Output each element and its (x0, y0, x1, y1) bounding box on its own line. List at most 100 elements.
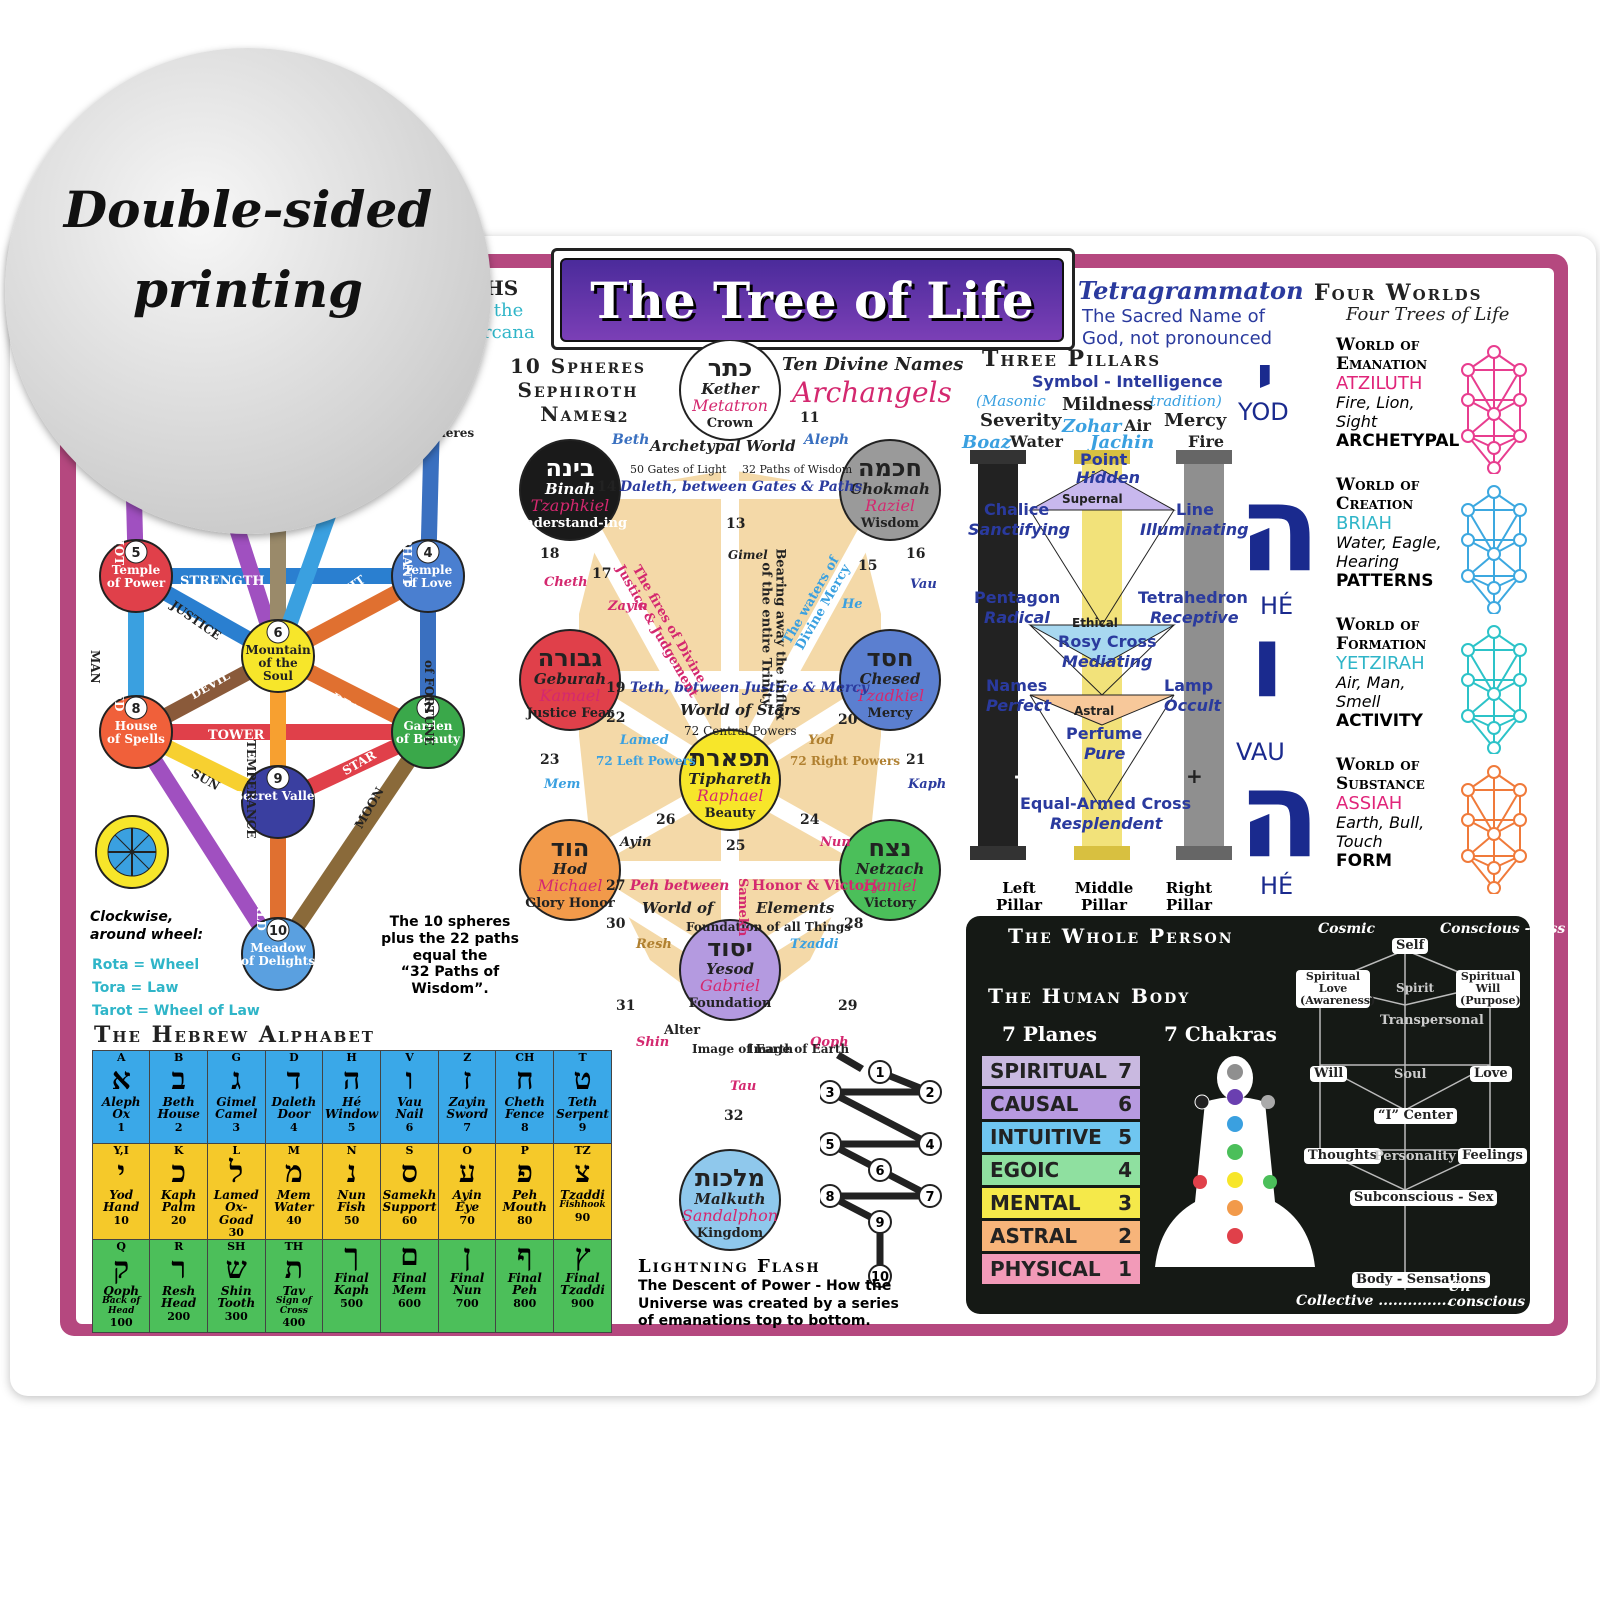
world-heading-2: Formation (1336, 633, 1427, 654)
path-label-kaph: Kaph (908, 777, 947, 792)
alphabet-heb: ר (171, 1251, 187, 1287)
path-label-stars: World of Stars (680, 701, 801, 719)
wisdom-line4: “32 Paths of Wisdom”. (400, 964, 500, 998)
wisdom-line1: The 10 spheres (389, 914, 511, 930)
path-label-p27: 27 (606, 878, 626, 894)
alphabet-heb: כ (171, 1155, 187, 1190)
path-label-p14: 14 (597, 479, 617, 495)
world-keyword: ARCHETYPAL (1336, 431, 1460, 452)
alphabet-heb: ח (515, 1062, 534, 1097)
tarot-path-wheel: WHEEL (402, 640, 416, 692)
alphabet-name: Beth (162, 1094, 195, 1109)
alphabet-val: 6 (405, 1120, 414, 1134)
alphabet-mean: Water (274, 1200, 314, 1215)
path-label-cheth: Cheth (544, 575, 588, 590)
mercy-label: Mercy (1164, 410, 1227, 431)
tarot-sphere-number: 10 (269, 924, 287, 939)
alphabet-heb: מ (284, 1155, 303, 1190)
left-pillar-base (970, 846, 1026, 860)
sephira-quality: Justice Fear (526, 706, 614, 721)
whole-person-collective: Collective ............... (1296, 1293, 1452, 1309)
path-label-resh: Resh (636, 937, 672, 952)
fire-label: Fire (1188, 432, 1225, 451)
pillar-label-occult: Occult (1164, 696, 1222, 715)
right-pillar (1184, 458, 1224, 848)
alphabet-name: Samekh (382, 1187, 437, 1202)
chakra-figure (1155, 1056, 1315, 1267)
world-desc-2: Touch (1336, 831, 1383, 851)
tarot-path-hierophant: HIEROPHANT (400, 490, 414, 587)
sephira-name: Binah (544, 480, 595, 498)
path-label-p12: 12 (608, 410, 628, 426)
tarot-sphere-name: Meadow (250, 941, 306, 955)
whole-person-self: Self (1392, 938, 1429, 955)
pillar-label-minus: - (1014, 764, 1023, 788)
archangels-heading: Archangels (792, 376, 952, 409)
sephira-hebrew: חסד (867, 644, 914, 672)
plane-number: 7 (1118, 1059, 1132, 1083)
tarot-sphere-name: of Spells (107, 732, 165, 746)
lightning-node-7: 7 (918, 1184, 942, 1208)
badge-line2: printing (132, 260, 364, 319)
pillar-label-plus: + (1186, 764, 1203, 788)
tarot-path-chariot: CHARIOT (112, 500, 126, 566)
alphabet-name: Cheth (504, 1094, 545, 1109)
alphabet-name: Resh (162, 1283, 196, 1298)
heart-chakra (1227, 1144, 1243, 1160)
sephira-quality: Mercy (868, 706, 913, 721)
four-trees-subheading: Four Trees of Life (1346, 304, 1510, 325)
alphabet-val: 30 (228, 1226, 244, 1240)
mini-tree-2 (1461, 625, 1527, 754)
tarot-sphere-number: 9 (273, 772, 282, 787)
path-label-daleth: Daleth, between Gates & Paths (620, 479, 863, 495)
sephira-archangel: Gabriel (700, 976, 760, 995)
hebrew-alphabet-heading: The Hebrew Alphabet (94, 1022, 375, 1048)
alphabet-name: Hé (342, 1094, 362, 1109)
world-desc: Fire, Lion, (1336, 393, 1415, 413)
whole-person-subconscious: Subconscious - Sex (1350, 1190, 1498, 1207)
alphabet-val: 500 (340, 1296, 364, 1310)
badge-line1: Double-sided (63, 180, 433, 239)
plane-name: ASTRAL (990, 1224, 1078, 1248)
lightning-node-4: 4 (918, 1132, 942, 1156)
path-label-paths32: 32 Paths of Wisdom (742, 463, 853, 476)
alphabet-val: 7 (463, 1120, 472, 1134)
tora-definition: Tora = Law (92, 980, 179, 997)
alphabet-name: Daleth (271, 1094, 317, 1109)
path-label-p17: 17 (592, 566, 612, 582)
whole-person-spiritual_will: Spiritual Will (Purpose) (1456, 970, 1521, 1009)
path-label-teth: Teth, between Justice & Mercy (630, 680, 869, 696)
alphabet-heb: ד (286, 1062, 302, 1097)
left-pillar (978, 458, 1018, 848)
root-chakra (1227, 1228, 1243, 1244)
tarot-sphere-name: Soul (263, 669, 293, 683)
double-sided-badge (5, 48, 491, 534)
alphabet-name: Teth (567, 1094, 598, 1109)
alphabet-val: 60 (401, 1213, 418, 1227)
tarot-path-man: MAN (88, 650, 102, 684)
lightning-node-number: 5 (825, 1138, 834, 1153)
pillar-label-pentagon: Pentagon (974, 588, 1061, 607)
alphabet-mean: Mem (392, 1283, 427, 1298)
tarot-sphere-name: of Power (107, 576, 166, 590)
left-pillar-caption: Left Pillar (996, 879, 1042, 914)
world-keyword: ACTIVITY (1336, 711, 1423, 732)
path-label-mem: Mem (544, 777, 581, 792)
tarot-path-world: WORLD (254, 878, 268, 931)
three-pillars-heading: Three Pillars (982, 346, 1162, 372)
path-label-he: He (842, 597, 863, 612)
path-label-qoph: Qoph (810, 1035, 849, 1050)
alphabet-heb: ב (171, 1062, 186, 1097)
tetragrammaton-name-1: HÉ (1260, 592, 1294, 620)
masonic-label: (Masonic (976, 392, 1046, 410)
clockwise-line2: around wheel: (90, 927, 204, 944)
world-desc: Water, Eagle, (1336, 533, 1442, 553)
pillar-label-names: Names (986, 676, 1048, 695)
plane-number: 6 (1118, 1092, 1132, 1116)
throat-chakra (1227, 1116, 1243, 1132)
title-banner: The Tree of Life (560, 258, 1064, 342)
